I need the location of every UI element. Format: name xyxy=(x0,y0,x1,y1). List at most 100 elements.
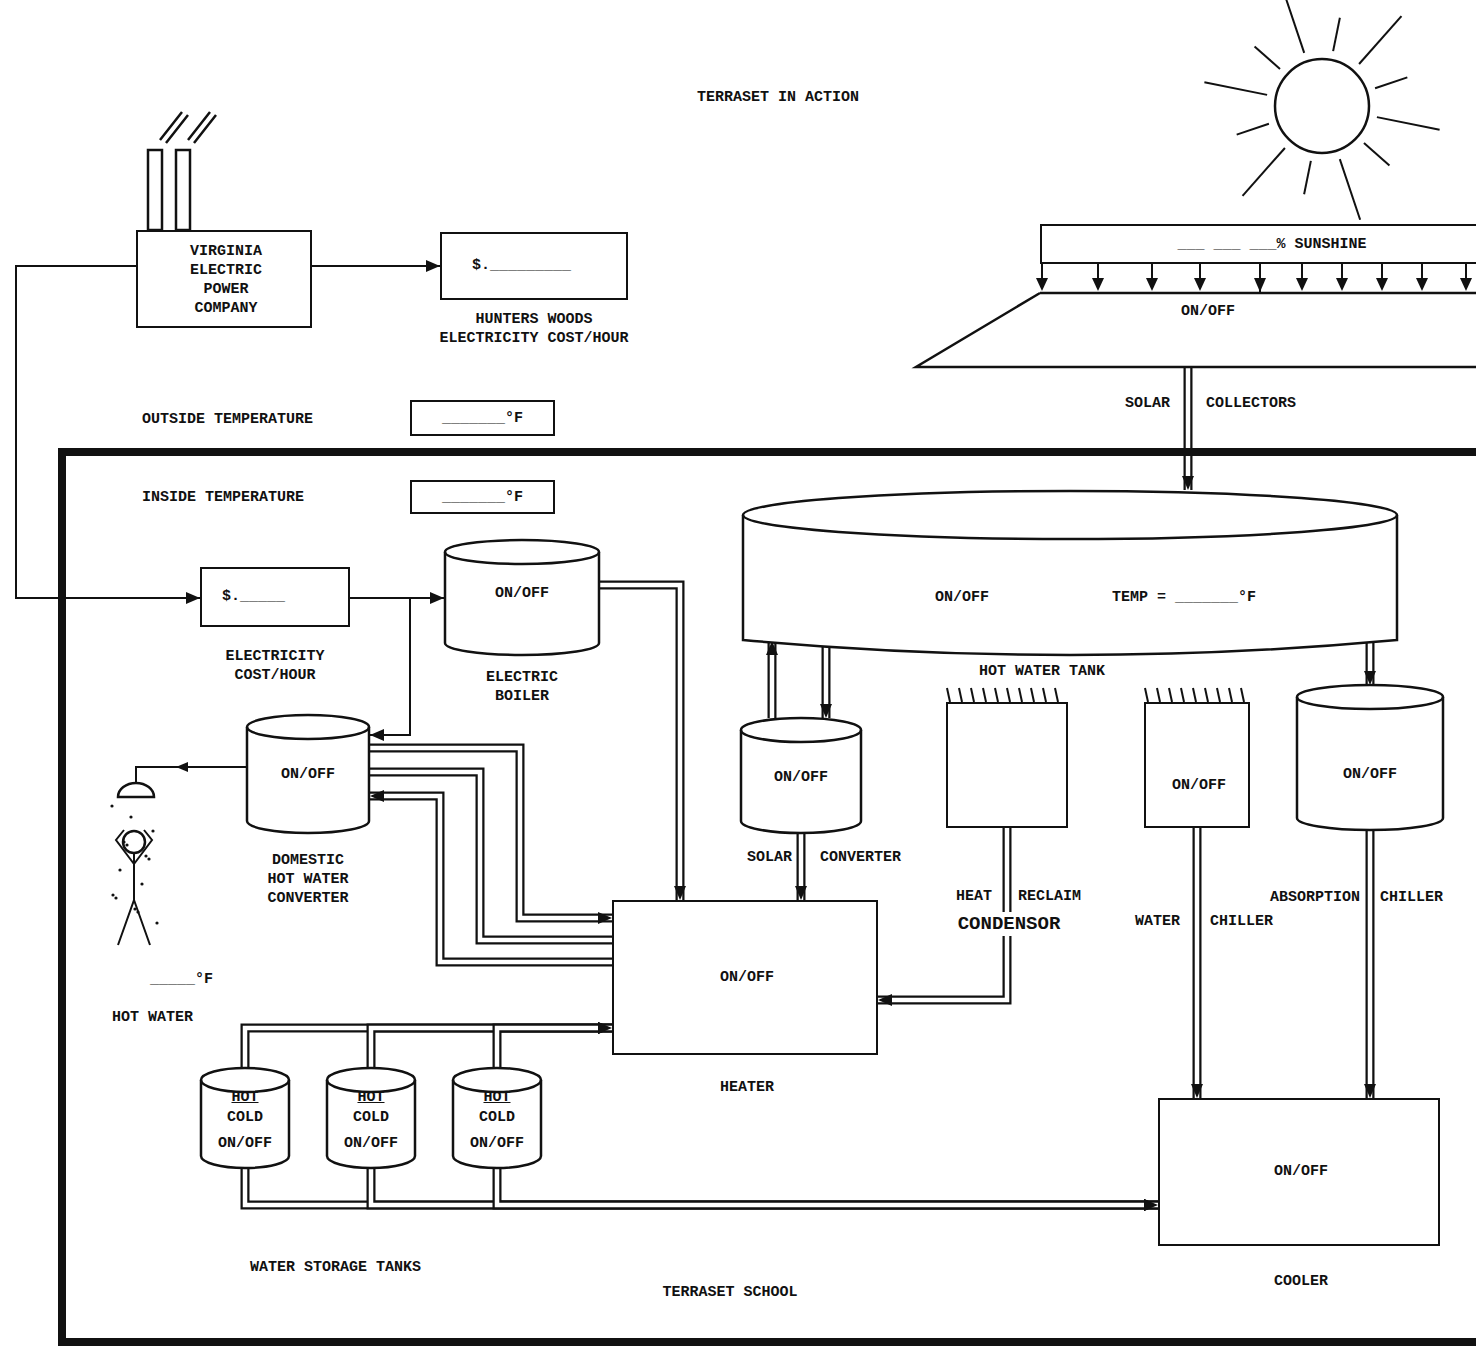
pipe-wall xyxy=(497,1168,1158,1205)
pipe-connector xyxy=(826,639,827,718)
sun-ray xyxy=(1237,124,1269,135)
person-head xyxy=(123,831,145,853)
node-label: ON/OFF xyxy=(1310,765,1430,784)
node-label: ON/OFF xyxy=(326,1134,416,1153)
sun-arrow xyxy=(1421,264,1423,280)
pipe-wall xyxy=(245,1168,1158,1205)
school-building: TERRASET SCHOOL_______°FINSIDE TEMPERATU… xyxy=(58,448,1476,1346)
smokestack xyxy=(148,150,162,230)
sun-ray xyxy=(1375,77,1407,88)
node-caption: CHILLER xyxy=(1380,888,1470,907)
fin xyxy=(1157,688,1160,702)
free-label: HOT WATER xyxy=(112,1008,242,1027)
node-caption: SOLAR xyxy=(1084,394,1170,413)
pipe-bore xyxy=(1195,828,1200,1098)
node-caption: SOLAR xyxy=(718,848,792,867)
sun-ray xyxy=(1359,16,1401,64)
chiller-cylinder: ON/OFFABSORPTIONCHILLER xyxy=(1296,685,1444,830)
node-label: _______°F xyxy=(416,409,549,428)
pipe-connector xyxy=(1370,639,1371,685)
pipe-connector xyxy=(371,1028,612,1068)
converter-cylinder: ON/OFFSOLARCONVERTER xyxy=(740,718,862,833)
solar-collector: ON/OFFSOLARCOLLECTORS xyxy=(916,292,1476,368)
heater-box: ON/OFFHEATER xyxy=(612,900,878,1055)
fin xyxy=(995,688,998,702)
cost-display-box: $._________HUNTERS WOODS ELECTRICITY COS… xyxy=(440,232,628,300)
pipe-bore xyxy=(371,1168,1158,1205)
sun-ray xyxy=(1364,143,1389,166)
node-caption: HEAT xyxy=(938,887,992,906)
sun xyxy=(1275,59,1369,153)
water-drop xyxy=(133,907,136,910)
fin xyxy=(1031,688,1034,702)
water-drop xyxy=(110,804,113,807)
node-label: ON/OFF xyxy=(912,588,1012,607)
smoke xyxy=(160,112,216,143)
fin xyxy=(1205,688,1208,702)
node-caption: INSIDE TEMPERATURE xyxy=(142,488,392,507)
fin xyxy=(1055,688,1058,702)
fin xyxy=(1229,688,1232,702)
condensor-box: HEATRECLAIMCONDENSOR xyxy=(946,702,1068,828)
node-label: HOT xyxy=(452,1088,542,1107)
node-label: VIRGINIA ELECTRIC POWER COMPANY xyxy=(176,242,276,318)
sun-ray xyxy=(1333,18,1340,51)
pipe-wall xyxy=(768,641,777,718)
free-label: WATER STORAGE TANKS xyxy=(250,1258,480,1277)
sun-ray xyxy=(1255,46,1280,69)
fin xyxy=(1019,688,1022,702)
arrowhead xyxy=(1146,278,1158,291)
node-caption: TERRASET SCHOOL xyxy=(600,1283,860,1302)
water-drop xyxy=(136,910,139,913)
arrowhead xyxy=(1336,278,1348,291)
converter-cylinder: ON/OFFDOMESTIC HOT WATER CONVERTER xyxy=(246,715,370,833)
cost-display-box: $._____ELECTRICITY COST/HOUR xyxy=(200,567,350,627)
storage-tank: HOTCOLDON/OFF xyxy=(200,1068,290,1168)
sun-arrow xyxy=(1041,264,1043,280)
node-label: ON/OFF xyxy=(741,768,861,787)
node-label: ON/OFF xyxy=(1139,776,1259,795)
pipe-wall xyxy=(1184,368,1193,490)
sun-ray xyxy=(1377,117,1440,130)
arrowhead xyxy=(1194,278,1206,291)
water-drop xyxy=(122,840,125,843)
fin xyxy=(1193,688,1196,702)
arrowhead xyxy=(1460,278,1472,291)
arrowhead xyxy=(1376,278,1388,291)
fin xyxy=(1169,688,1172,702)
node-label: ON/OFF xyxy=(1148,302,1268,321)
wire-connector xyxy=(312,266,440,267)
water-drop xyxy=(155,921,158,924)
pipe-bore xyxy=(770,641,775,718)
sun-ray xyxy=(1340,159,1360,220)
node-caption: CONVERTER xyxy=(820,848,920,867)
fin xyxy=(971,688,974,702)
sun-ray xyxy=(1204,82,1267,95)
pipe-connector xyxy=(370,796,612,962)
sunshine-bar: ___ ___ ___% SUNSHINE xyxy=(1040,224,1476,264)
fin xyxy=(947,688,950,702)
node-label: $._________ xyxy=(472,256,622,275)
pipe-connector xyxy=(245,1168,1158,1205)
node-caption: HEATER xyxy=(687,1078,807,1097)
pipe-wall xyxy=(370,796,612,962)
node-label: ON/OFF xyxy=(687,968,807,987)
node-caption: DOMESTIC HOT WATER CONVERTER xyxy=(258,851,358,908)
sun-arrow xyxy=(1097,264,1099,280)
shower-head xyxy=(118,783,154,797)
pipe-connector xyxy=(801,833,802,900)
sun-arrow xyxy=(1151,264,1153,280)
node-label: ON/OFF xyxy=(452,1134,542,1153)
pipe-bore xyxy=(824,639,829,718)
storage-tank: HOTCOLD ON/OFF xyxy=(452,1068,542,1168)
sun-arrow xyxy=(1465,264,1467,280)
node-label: ON/OFF xyxy=(462,584,582,603)
node-label: HOT xyxy=(200,1088,290,1107)
water-drop xyxy=(111,893,114,896)
node-label: COLD xyxy=(452,1108,542,1127)
pipe-wall xyxy=(1366,639,1375,685)
pipe-bore xyxy=(799,833,804,900)
pipe-connector xyxy=(497,1168,1158,1205)
node-label: COLD xyxy=(200,1108,290,1127)
node-caption: OUTSIDE TEMPERATURE xyxy=(142,410,392,429)
